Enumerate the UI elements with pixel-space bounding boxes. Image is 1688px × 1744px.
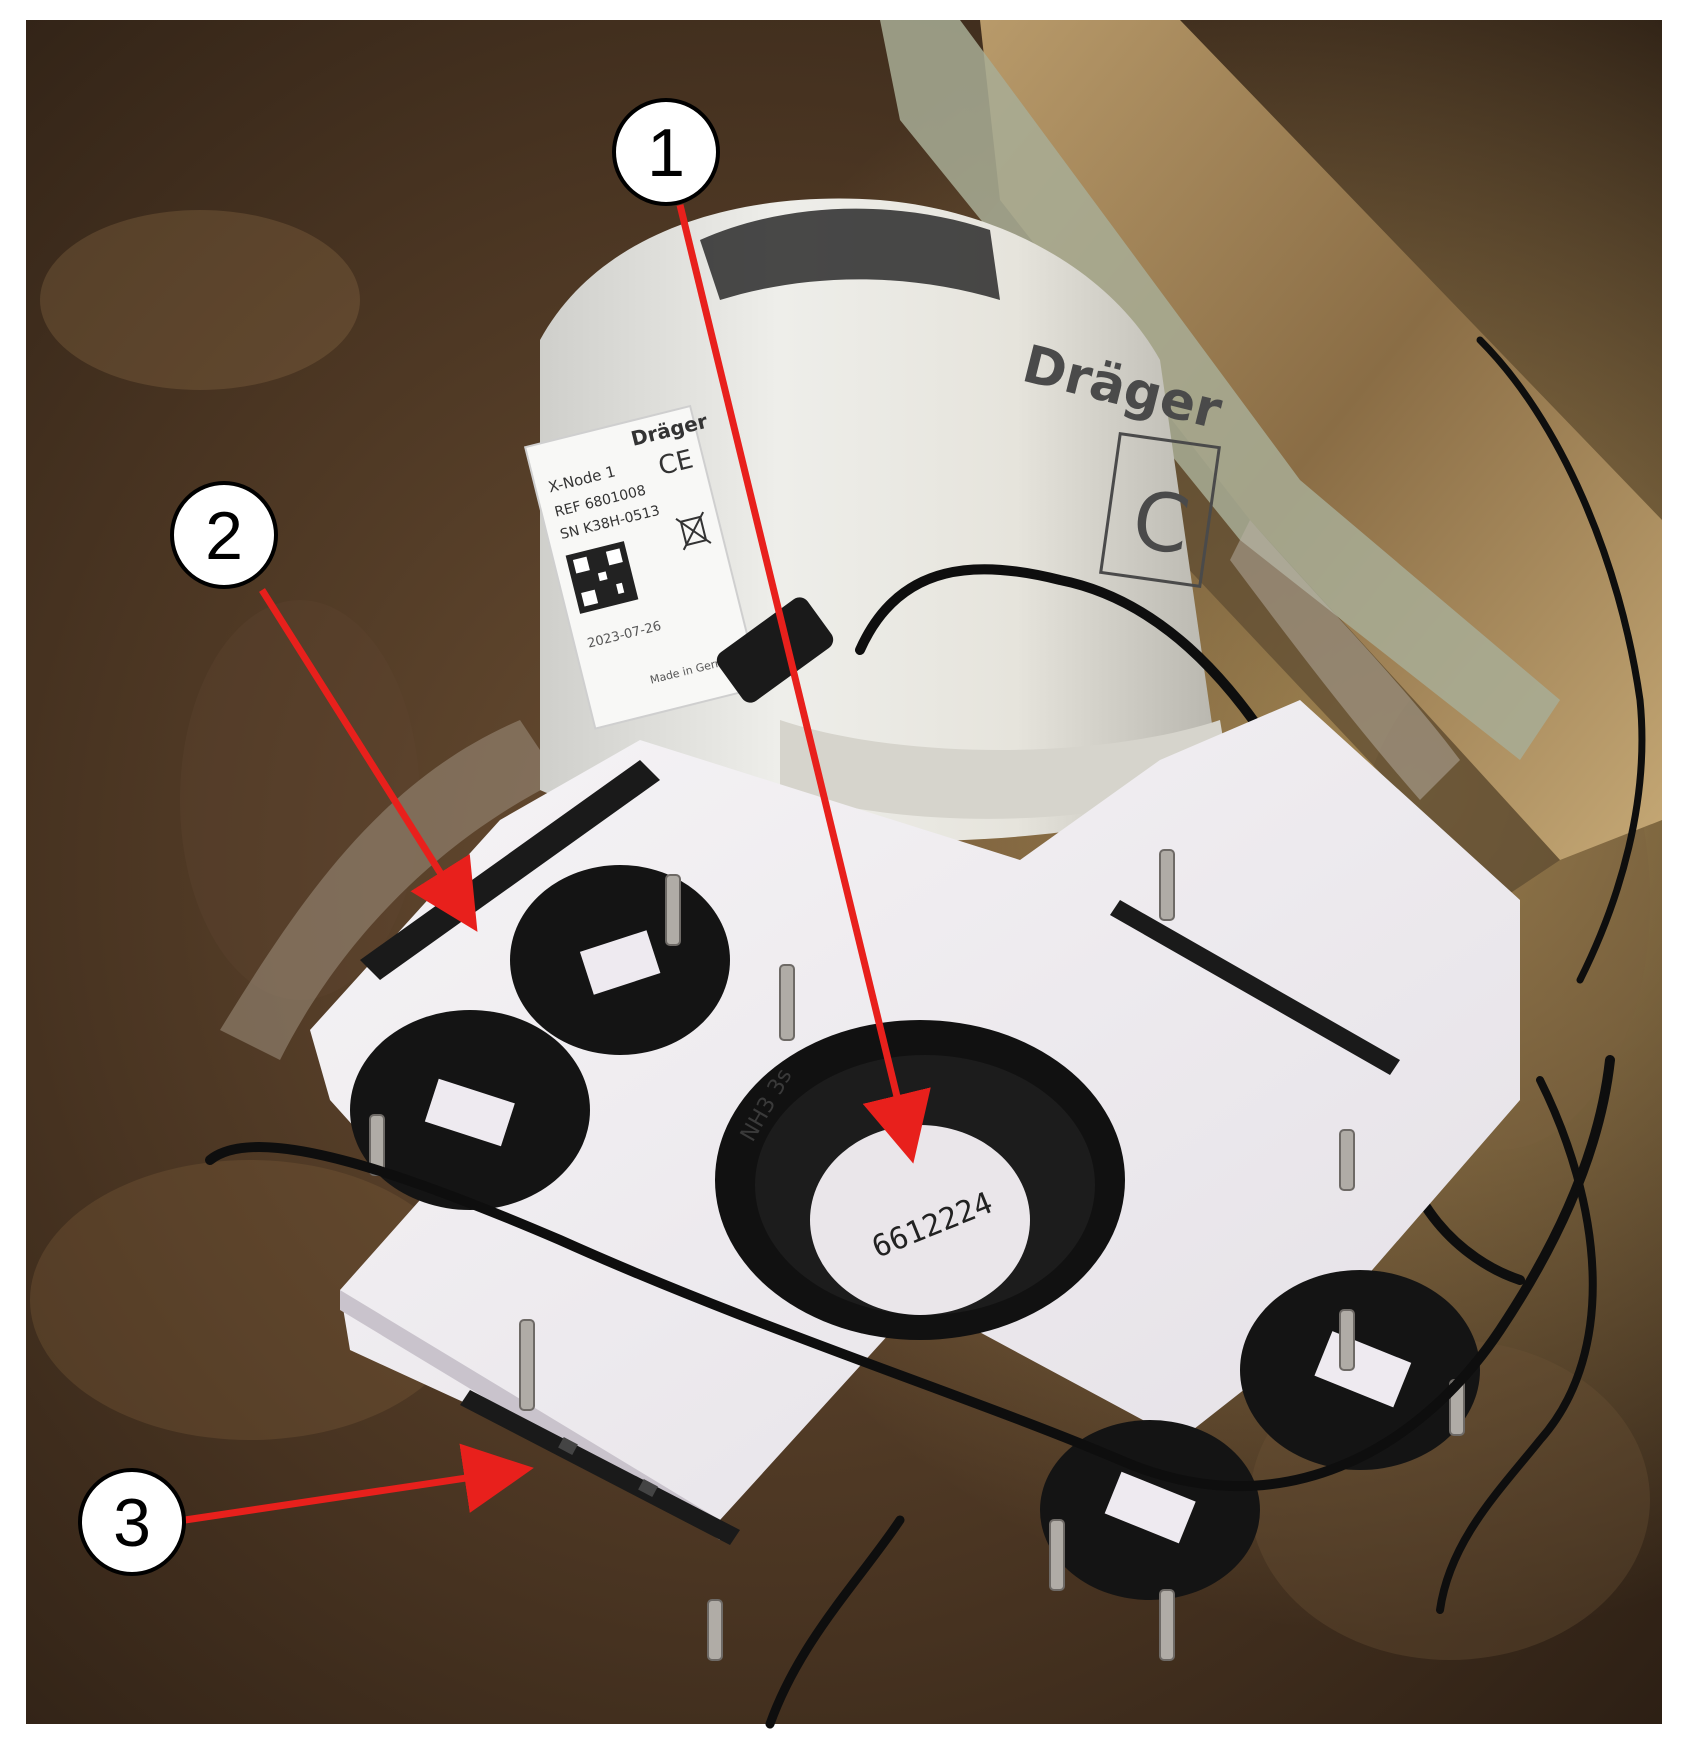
- usb-connector: [716, 597, 834, 703]
- weee-bin-icon: [675, 511, 712, 551]
- callout-2: 2: [170, 481, 278, 589]
- device-label: Dräger X-Node 1 REF 6801008 SN K38H-0513…: [523, 404, 762, 730]
- callout-3: 3: [78, 1468, 186, 1576]
- screws: [369, 849, 1465, 1661]
- cobweb-right: [1230, 520, 1460, 800]
- circuit-board-strip: [460, 1390, 740, 1545]
- callout-number-3: 3: [113, 1485, 151, 1561]
- sensor-holder-left: [350, 1010, 590, 1210]
- callout-arrow-3: [184, 1443, 534, 1524]
- callout-arrow-1: [676, 204, 931, 1164]
- callout-number-1: 1: [647, 115, 685, 191]
- cable-top-right: [1476, 336, 1646, 984]
- sensor-holder-bottom: [1040, 1420, 1260, 1600]
- cable-down: [765, 1515, 905, 1729]
- sensor-holder-top-left: [510, 865, 730, 1055]
- cobweb-left: [220, 720, 560, 1060]
- qr-code-icon: [565, 541, 639, 614]
- housing-top-band: [700, 208, 1000, 300]
- sensor-holder-bottom-right: [1240, 1270, 1480, 1470]
- central-gas-sensor: 6612224 NH3 3s: [715, 1020, 1125, 1340]
- side-letter-box: [1099, 432, 1221, 588]
- callout-arrow-2: [259, 588, 478, 932]
- circuit-board-strip-right: [1110, 900, 1400, 1075]
- pipe: [880, 20, 1560, 760]
- cable-right: [1436, 1076, 1597, 1614]
- cable-lower: [205, 1055, 1615, 1492]
- side-letter: C: [1127, 473, 1195, 573]
- callout-1: 1: [612, 98, 720, 206]
- callout-number-2: 2: [205, 498, 243, 574]
